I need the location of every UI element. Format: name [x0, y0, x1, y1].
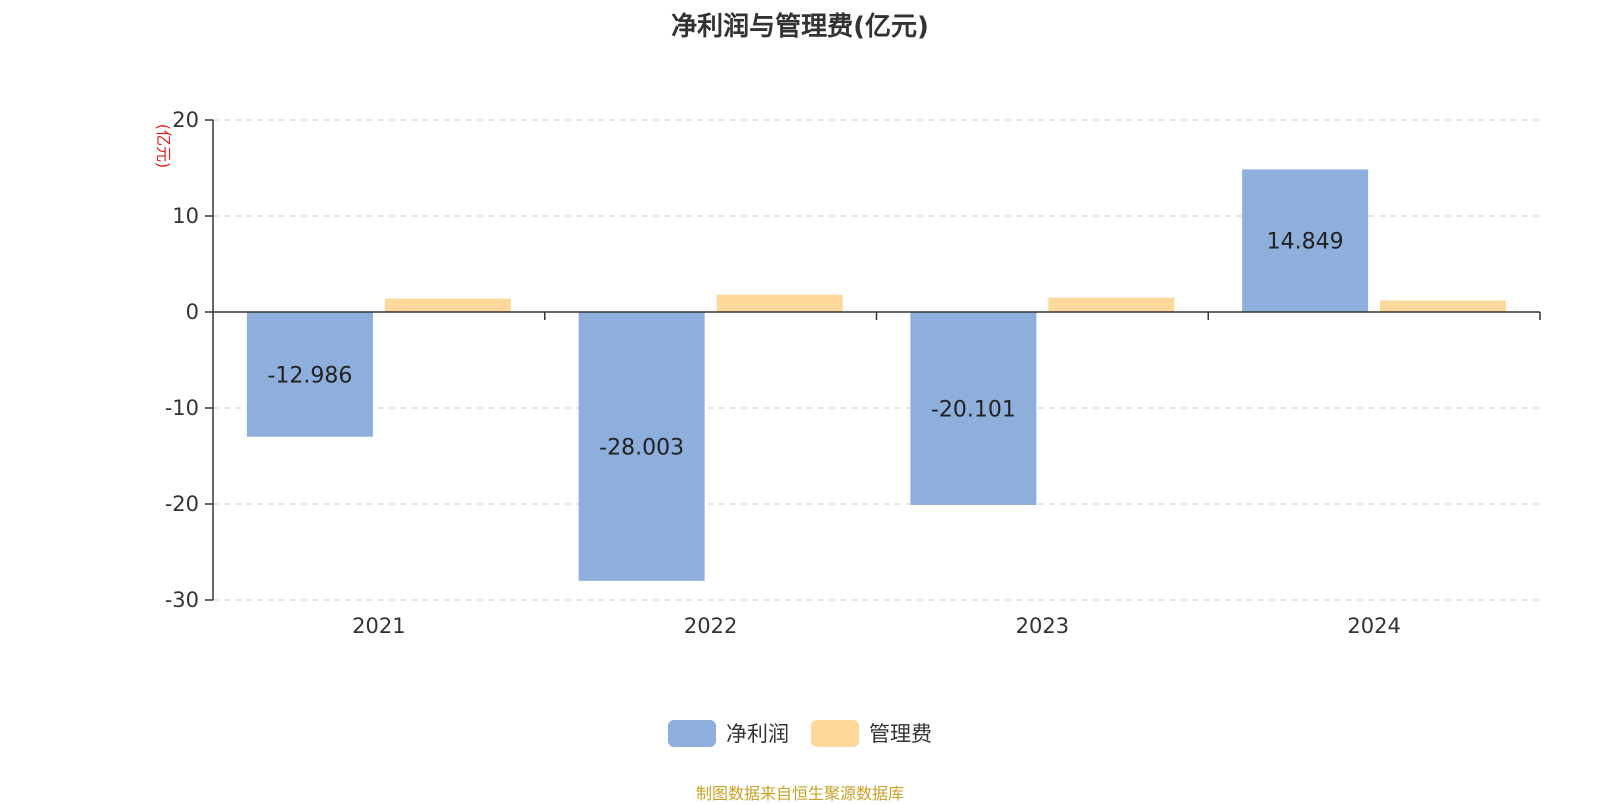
- chart-title: 净利润与管理费(亿元): [671, 12, 929, 42]
- y-tick-label: -20: [165, 492, 199, 516]
- bar-admin-expense: [1380, 300, 1507, 312]
- source-note: 制图数据来自恒生聚源数据库: [695, 784, 904, 803]
- x-tick-label: 2021: [352, 614, 405, 638]
- bar-admin-expense: [384, 298, 511, 312]
- legend-label-net-profit: 净利润: [726, 722, 789, 746]
- y-tick-label: 20: [172, 108, 199, 132]
- bar-net-profit: [910, 312, 1037, 505]
- legend-item-net-profit[interactable]: 净利润: [668, 718, 789, 748]
- y-tick-label: -10: [165, 396, 199, 420]
- bars: [246, 169, 1507, 581]
- bar-net-profit: [578, 312, 705, 581]
- axes: 20 10 0 -10 -20 -30 (亿元) 2021 2022 2023 2024: [154, 108, 1541, 638]
- legend-swatch-admin-expense: [811, 719, 859, 747]
- x-tick-label: 2022: [684, 614, 737, 638]
- y-axis-label: (亿元): [154, 124, 173, 169]
- data-label: 14.849: [1267, 230, 1344, 255]
- data-labels: -12.986 -28.003 -20.101 14.849: [267, 230, 1343, 461]
- legend: 净利润 管理费: [0, 718, 1600, 748]
- bar-admin-expense: [716, 294, 843, 312]
- data-label: -12.986: [267, 363, 352, 388]
- x-tick-label: 2024: [1347, 614, 1400, 638]
- y-tick-label: 0: [186, 300, 199, 324]
- data-label: -28.003: [599, 435, 684, 460]
- legend-label-admin-expense: 管理费: [869, 722, 932, 746]
- data-label: -20.101: [931, 397, 1016, 422]
- bar-net-profit: [1242, 169, 1369, 312]
- legend-swatch-net-profit: [668, 719, 716, 747]
- y-tick-label: 10: [172, 204, 199, 228]
- bar-admin-expense: [1048, 297, 1175, 312]
- legend-item-admin-expense[interactable]: 管理费: [811, 718, 932, 748]
- grid-lines: [213, 119, 1540, 601]
- y-tick-label: -30: [165, 588, 199, 612]
- bar-net-profit: [246, 312, 373, 437]
- x-tick-label: 2023: [1016, 614, 1069, 638]
